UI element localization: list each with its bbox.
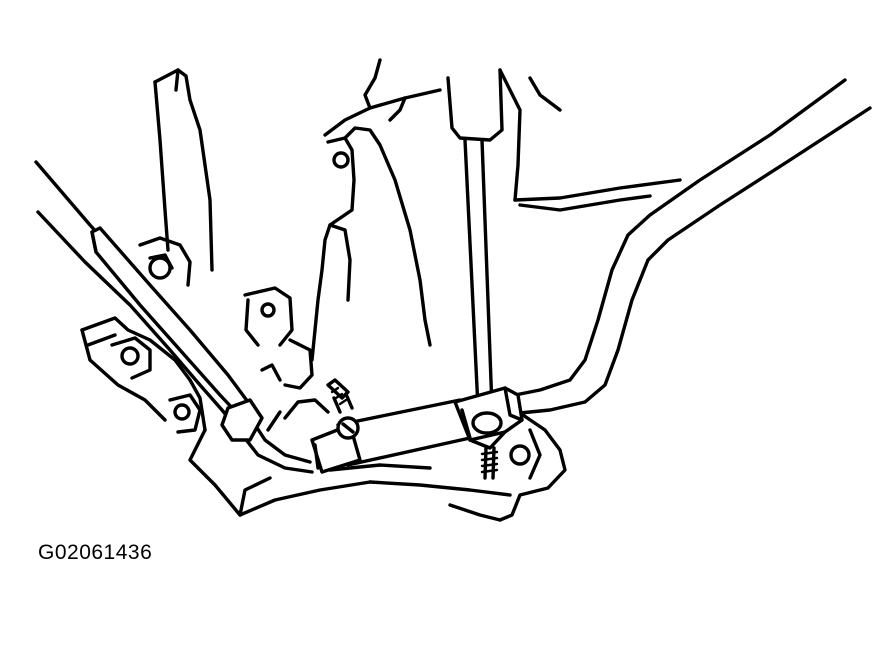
boss-hole (260, 302, 276, 318)
hose (90, 226, 264, 442)
screwdriver-handle (446, 68, 504, 142)
bracket-plate (310, 126, 432, 362)
right-pipe (513, 78, 872, 415)
terminal-screw (471, 411, 503, 435)
pipe-elbow (266, 398, 330, 432)
solenoid-body (310, 386, 524, 474)
figure-id-label: G02061436 (38, 541, 153, 564)
left-fittings (110, 236, 314, 434)
solenoid-stud (326, 378, 354, 414)
retaining-screw (480, 446, 499, 480)
bracket-hole (332, 151, 350, 169)
upper-housing (153, 58, 682, 272)
screwdriver (446, 68, 504, 410)
hose-clamp (220, 398, 264, 442)
valve-body-base (80, 316, 567, 522)
base-bolt-hole (509, 444, 531, 466)
